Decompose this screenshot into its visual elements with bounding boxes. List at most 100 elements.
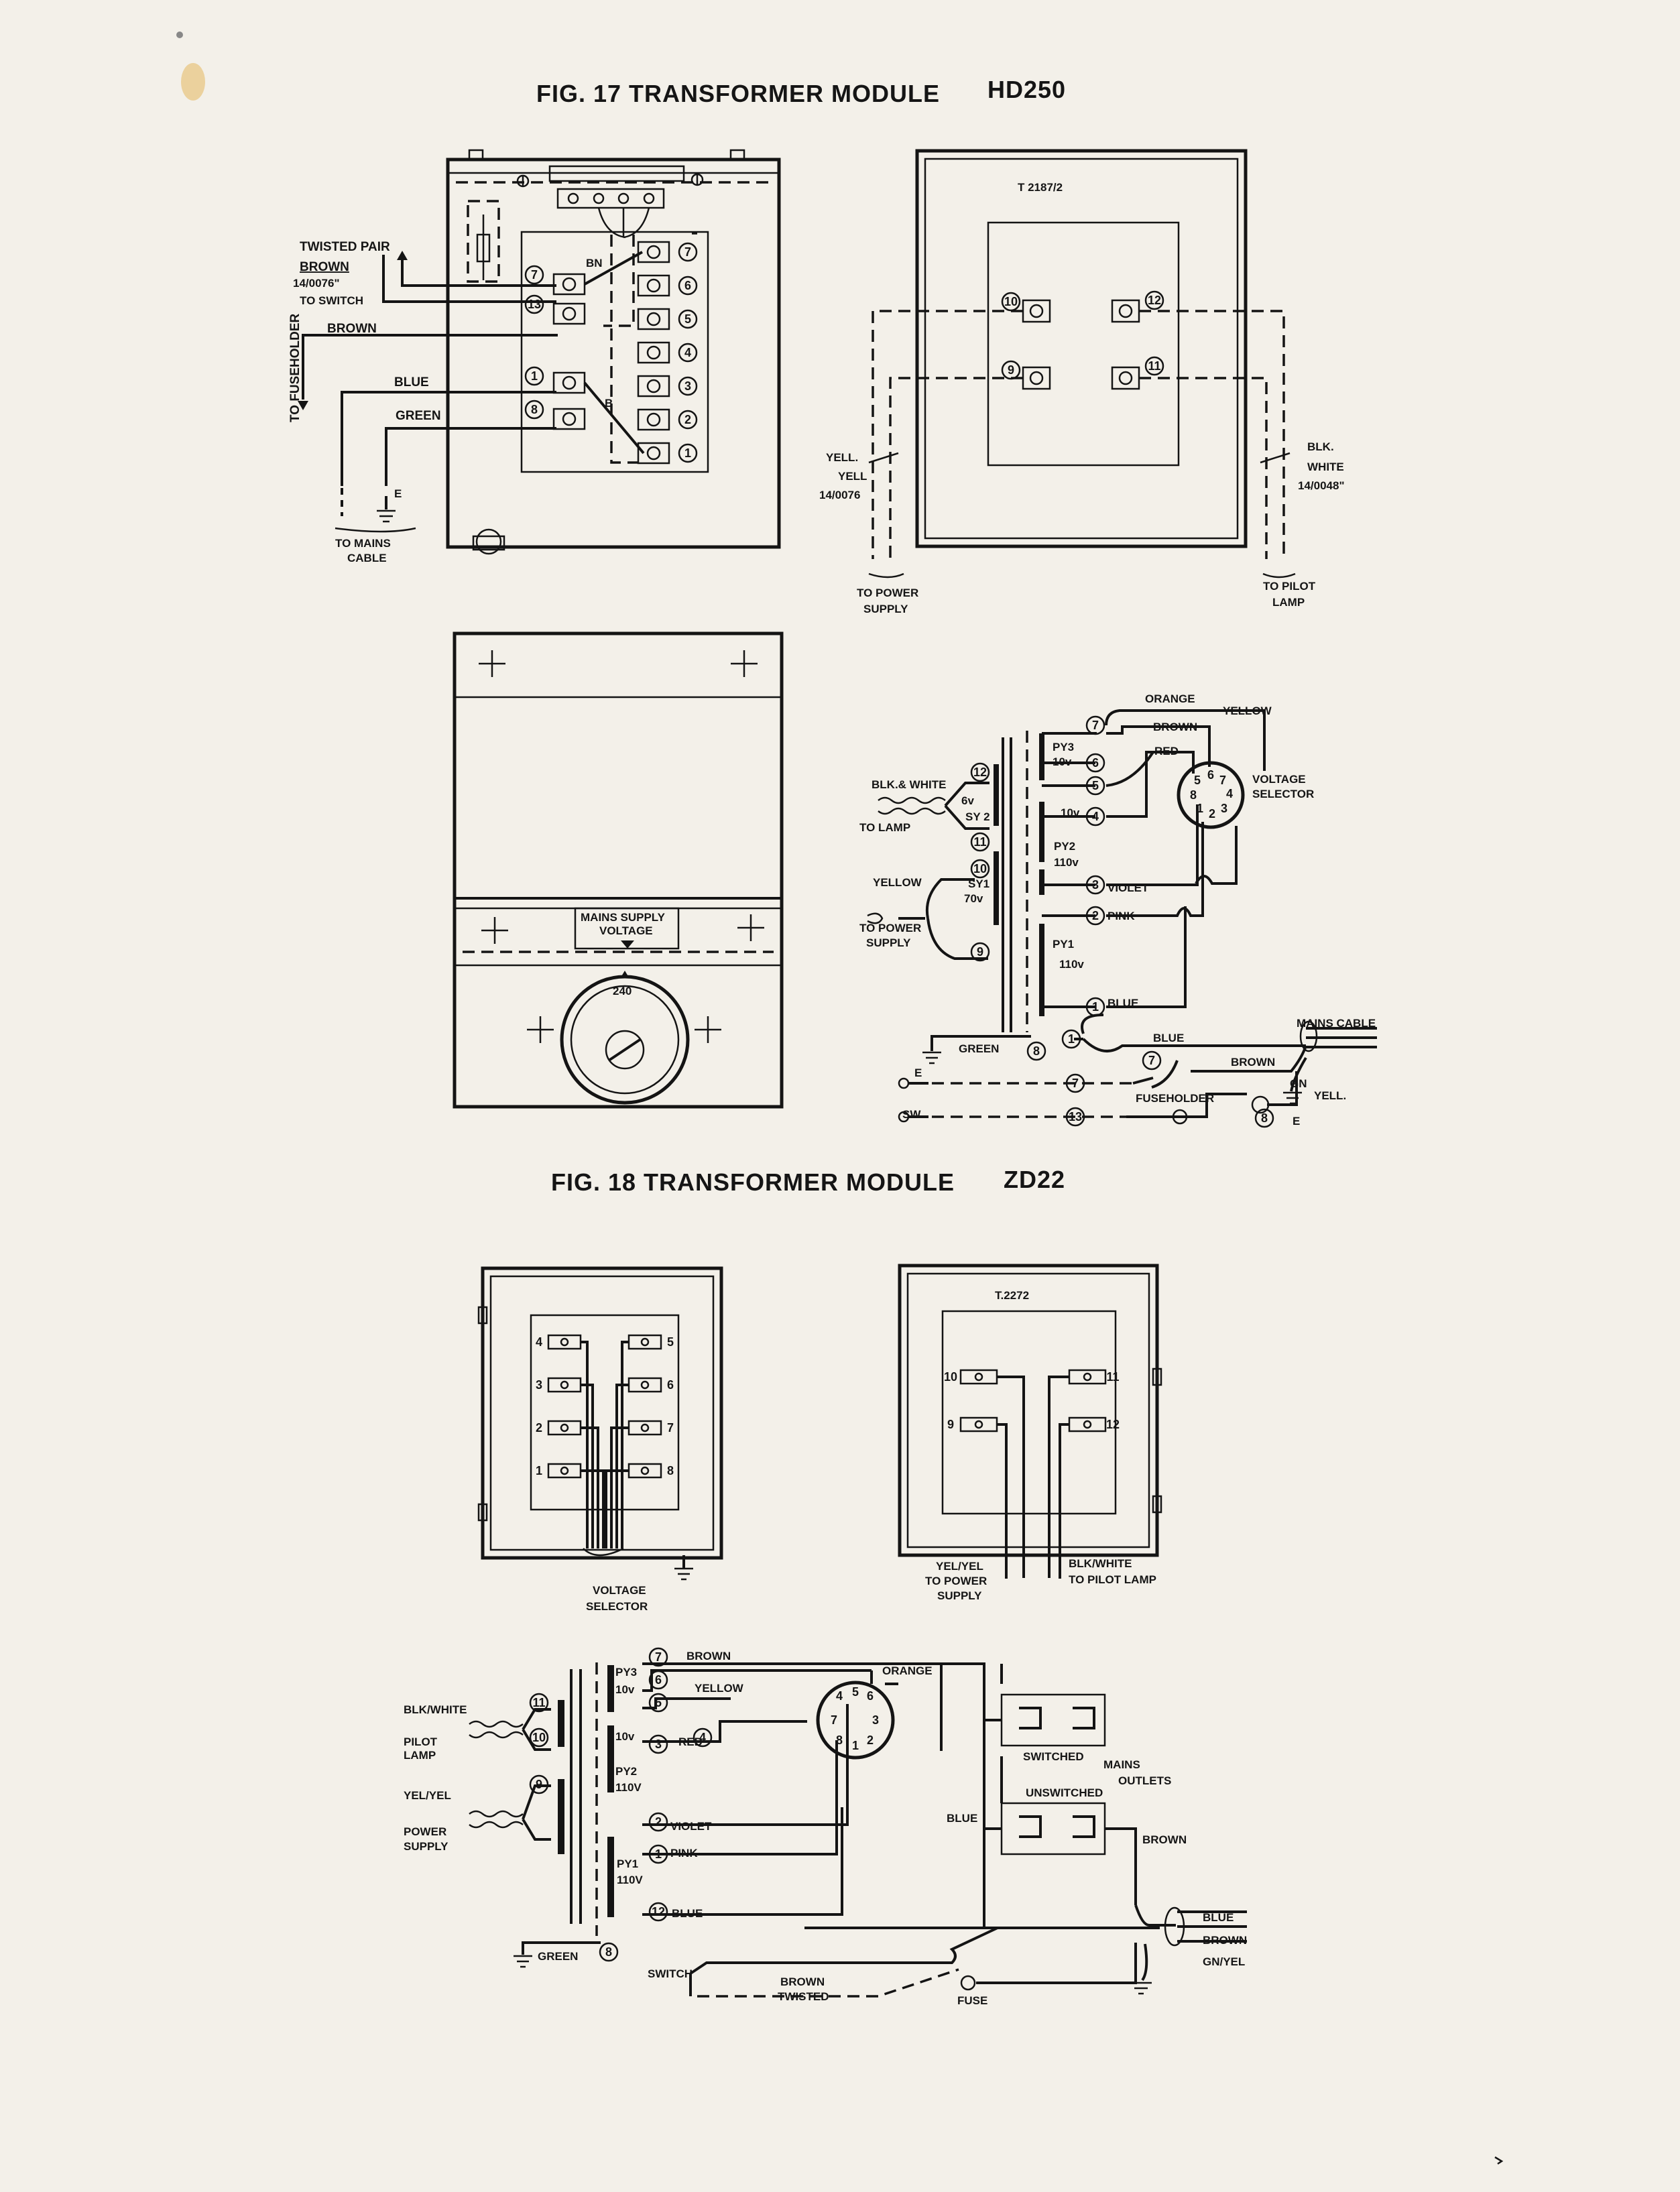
svg-text:4: 4 <box>699 1731 706 1744</box>
svg-text:11: 11 <box>1106 1370 1119 1384</box>
svg-text:FUSEHOLDER: FUSEHOLDER <box>1136 1092 1214 1105</box>
terminal-number: 8 <box>667 1464 674 1477</box>
terminal-number: 6 <box>667 1378 674 1392</box>
svg-text:PY3: PY3 <box>1053 741 1074 753</box>
selector-pin: 6 <box>1207 768 1214 782</box>
terminal-block <box>627 1420 662 1436</box>
svg-text:9: 9 <box>947 1418 954 1431</box>
svg-text:SELECTOR: SELECTOR <box>1252 788 1314 800</box>
label-spec-14-0076: 14/0076" <box>293 277 340 290</box>
fig18-schematic <box>469 1662 1247 1998</box>
svg-text:10v: 10v <box>615 1683 635 1696</box>
svg-text:6: 6 <box>684 279 691 292</box>
svg-text:TO LAMP: TO LAMP <box>859 821 910 834</box>
label-to-power: TO POWER <box>857 587 918 599</box>
label-selector-18: SELECTOR <box>586 1600 648 1613</box>
schematic-terminal-number: 8 <box>1254 1108 1274 1128</box>
svg-text:7: 7 <box>1148 1054 1155 1067</box>
label-supply: SUPPLY <box>863 603 908 615</box>
svg-text:5: 5 <box>655 1696 662 1709</box>
svg-text:3: 3 <box>655 1738 662 1751</box>
fig17-schematic <box>867 709 1377 1125</box>
schematic-terminal-number: 11 <box>970 832 990 852</box>
label-to-switch: TO SWITCH <box>300 294 363 307</box>
label-bn: BN <box>586 257 603 269</box>
svg-text:4: 4 <box>684 346 691 359</box>
fig17-left-terminal-numbers: 7 13 1 8 <box>524 265 544 420</box>
terminal-number: 2 <box>536 1421 542 1435</box>
terminal-number: 4 <box>678 343 698 363</box>
schematic-terminal-number: 7 <box>1085 715 1105 735</box>
svg-text:5: 5 <box>684 312 691 326</box>
svg-text:ORANGE: ORANGE <box>1145 692 1195 705</box>
schematic-terminal-number: 11 <box>529 1693 549 1713</box>
terminal-number: 1 <box>536 1464 542 1477</box>
terminal-block <box>637 241 670 263</box>
svg-text:RED: RED <box>678 1736 703 1748</box>
terminal-number: 5 <box>678 309 698 329</box>
svg-text:SUPPLY: SUPPLY <box>866 936 911 949</box>
fig18-rear-terminal-numbers: 10 11 9 12 <box>944 1370 1120 1431</box>
schematic-terminal-number: 1 <box>648 1844 668 1864</box>
svg-text:5: 5 <box>1092 779 1099 792</box>
svg-text:3: 3 <box>684 379 691 393</box>
label-yell-2: YELL <box>838 470 867 483</box>
fig17-model: HD250 <box>987 76 1066 103</box>
crosshair <box>527 1016 554 1043</box>
svg-text:8: 8 <box>1033 1044 1040 1058</box>
fig17-rear-terminal-numbers: 10 12 9 11 <box>1001 290 1164 380</box>
svg-text:BROWN: BROWN <box>1203 1934 1247 1947</box>
label-supply-18: SUPPLY <box>937 1589 982 1602</box>
terminal-number: 1 <box>678 443 698 463</box>
svg-text:PY2: PY2 <box>615 1765 637 1778</box>
svg-text:11: 11 <box>1148 359 1160 373</box>
svg-text:11: 11 <box>973 835 986 849</box>
svg-text:1: 1 <box>531 369 538 383</box>
terminal-block <box>547 1334 582 1350</box>
selector-pin: 1 <box>852 1739 859 1752</box>
terminal-number: 5 <box>667 1335 674 1349</box>
schematic-terminal-number: 8 <box>599 1942 619 1962</box>
svg-text:PINK: PINK <box>670 1847 698 1860</box>
label-e: E <box>394 487 402 500</box>
label-twisted-pair: TWISTED PAIR <box>300 240 390 254</box>
schematic-terminal-number: 1 <box>1061 1029 1081 1049</box>
dial-value: 240 <box>613 985 632 997</box>
schematic-terminal-number: 10 <box>970 859 990 879</box>
label-to-fuseholder: TO FUSEHOLDER <box>288 314 302 422</box>
schematic-terminal-number: 2 <box>1085 906 1105 926</box>
svg-text:BROWN: BROWN <box>1231 1056 1275 1069</box>
stray-mark <box>1494 2156 1504 2165</box>
schematic-terminal-number: 5 <box>1085 776 1105 796</box>
svg-text:YELLOW: YELLOW <box>1223 705 1272 717</box>
svg-text:12: 12 <box>1106 1418 1120 1431</box>
svg-text:BLUE: BLUE <box>1203 1911 1234 1924</box>
svg-text:BLUE: BLUE <box>947 1812 977 1825</box>
fig17-title: FIG. 17 TRANSFORMER MODULE <box>536 80 940 107</box>
svg-text:6: 6 <box>1092 756 1099 770</box>
terminal-block <box>637 442 670 465</box>
svg-text:GN/YEL: GN/YEL <box>1203 1955 1245 1968</box>
fig17-front-view <box>453 631 784 1109</box>
svg-text:10v: 10v <box>1061 806 1080 819</box>
svg-text:PY1: PY1 <box>1053 938 1074 951</box>
svg-text:E: E <box>914 1067 922 1079</box>
svg-text:2: 2 <box>655 1815 662 1829</box>
svg-text:7: 7 <box>531 268 538 282</box>
svg-text:10v: 10v <box>615 1730 635 1743</box>
terminal-block <box>547 1377 582 1393</box>
selector-pin: 4 <box>836 1689 843 1703</box>
terminal-number: 4 <box>536 1335 542 1349</box>
svg-text:2: 2 <box>684 413 691 426</box>
crosshair-marks <box>479 650 764 1043</box>
label-b: B <box>605 397 613 410</box>
svg-text:12: 12 <box>973 766 987 779</box>
svg-text:YELL.: YELL. <box>1314 1089 1346 1102</box>
terminal-number: 2 <box>678 410 698 430</box>
selector-pin: 5 <box>1194 774 1201 787</box>
schematic-terminal-number: 9 <box>970 942 990 962</box>
svg-text:BROWN: BROWN <box>686 1650 731 1662</box>
svg-text:10: 10 <box>973 862 987 875</box>
terminal-block <box>627 1377 662 1393</box>
